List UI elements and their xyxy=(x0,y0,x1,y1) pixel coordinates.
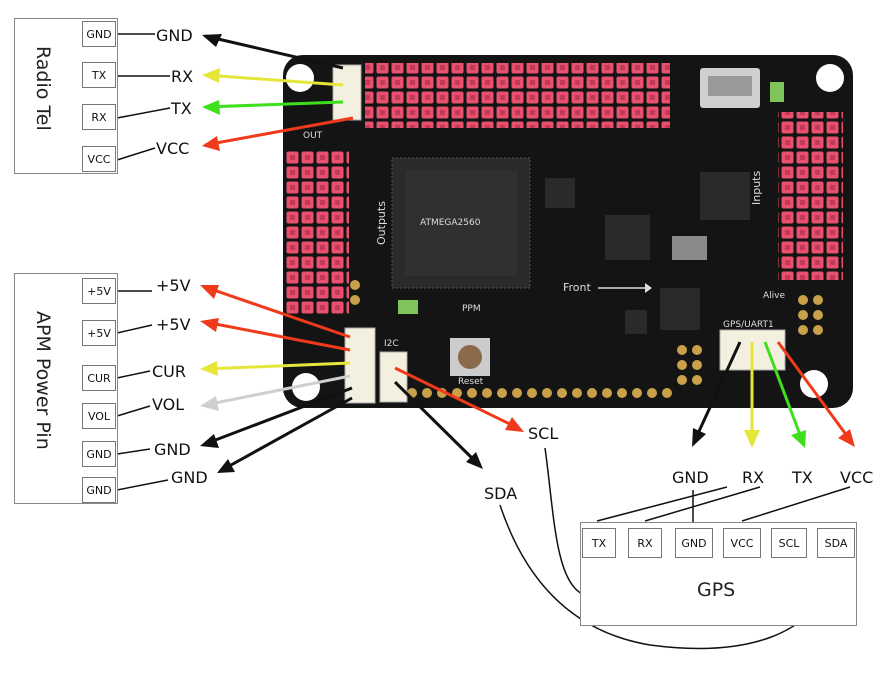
power-pin-cur: CUR xyxy=(82,365,116,391)
silk-inputs: Inputs xyxy=(750,171,763,205)
radio-tel-wire-label-vcc: VCC xyxy=(156,139,190,158)
power-wire-label-gnd-2: GND xyxy=(171,468,208,487)
radio-tel-title: Radio Tel xyxy=(32,46,54,131)
inputs-pin-header xyxy=(778,112,843,280)
mount-hole xyxy=(800,370,828,398)
gps-module xyxy=(580,522,857,626)
mount-hole xyxy=(816,64,844,92)
telemetry-connector xyxy=(332,64,362,121)
radio-tel-wires xyxy=(116,33,354,161)
radio-tel-wire-label-rx: RX xyxy=(171,67,194,86)
gps-wire-label-tx: TX xyxy=(792,468,813,487)
gps-pin-scl: SCL xyxy=(771,528,807,558)
mount-hole xyxy=(286,64,314,92)
gps-pin-sda: SDA xyxy=(817,528,855,558)
apm-board: Outputs Inputs Front PPM Reset Alive GPS… xyxy=(283,55,853,408)
radio-tel-pin-rx: RX xyxy=(82,104,116,130)
silk-reset: Reset xyxy=(458,377,484,387)
radio-tel-wire-label-gnd: GND xyxy=(156,26,193,45)
power-pin-5v-2: +5V xyxy=(82,320,116,346)
gps-pin-vcc: VCC xyxy=(723,528,761,558)
i2c-sda-label: SDA xyxy=(484,484,518,503)
power-pin-vol: VOL xyxy=(82,403,116,429)
silk-alive: Alive xyxy=(763,291,785,301)
silk-ppm: PPM xyxy=(462,304,481,314)
silk-outputs: Outputs xyxy=(375,201,388,245)
gps-pin-gnd: GND xyxy=(675,528,713,558)
silk-out: OUT xyxy=(303,131,323,141)
power-wire-label-5v-1: +5V xyxy=(156,276,191,295)
i2c-scl-label: SCL xyxy=(528,424,559,443)
silk-gps-uart: GPS/UART1 xyxy=(723,320,774,330)
i2c-connector xyxy=(379,351,408,403)
bottom-pin-row xyxy=(350,280,823,398)
gps-title: GPS xyxy=(697,579,736,601)
radio-tel-wire-label-tx: TX xyxy=(171,99,192,118)
silk-front: Front xyxy=(563,281,592,294)
power-pin-gnd-2: GND xyxy=(82,477,116,503)
gps-wire-label-vcc: VCC xyxy=(840,468,874,487)
power-wire-label-5v-2: +5V xyxy=(156,315,191,334)
apm-power-title: APM Power Pin xyxy=(32,311,54,450)
gps-wires xyxy=(596,341,855,530)
gps-wire-label-gnd: GND xyxy=(672,468,709,487)
power-wire-label-vol: VOL xyxy=(152,395,185,414)
power-pin-gnd-1: GND xyxy=(82,441,116,467)
radio-tel-pin-tx: TX xyxy=(82,62,116,88)
gps-pin-tx: TX xyxy=(582,528,616,558)
silk-i2c: I2C xyxy=(384,339,399,349)
gps-wire-label-rx: RX xyxy=(742,468,765,487)
top-pin-header xyxy=(365,63,670,128)
power-connector xyxy=(344,327,376,404)
power-wires xyxy=(116,285,353,491)
power-wire-label-gnd-1: GND xyxy=(154,440,191,459)
power-wire-label-cur: CUR xyxy=(152,362,186,381)
power-pin-5v-1: +5V xyxy=(82,278,116,304)
radio-tel-pin-gnd: GND xyxy=(82,21,116,47)
silk-chip: ATMEGA2560 xyxy=(420,218,481,228)
gps-pin-rx: RX xyxy=(628,528,662,558)
mount-hole xyxy=(292,373,320,401)
outputs-pin-header xyxy=(286,150,349,315)
radio-tel-pin-vcc: VCC xyxy=(82,146,116,172)
